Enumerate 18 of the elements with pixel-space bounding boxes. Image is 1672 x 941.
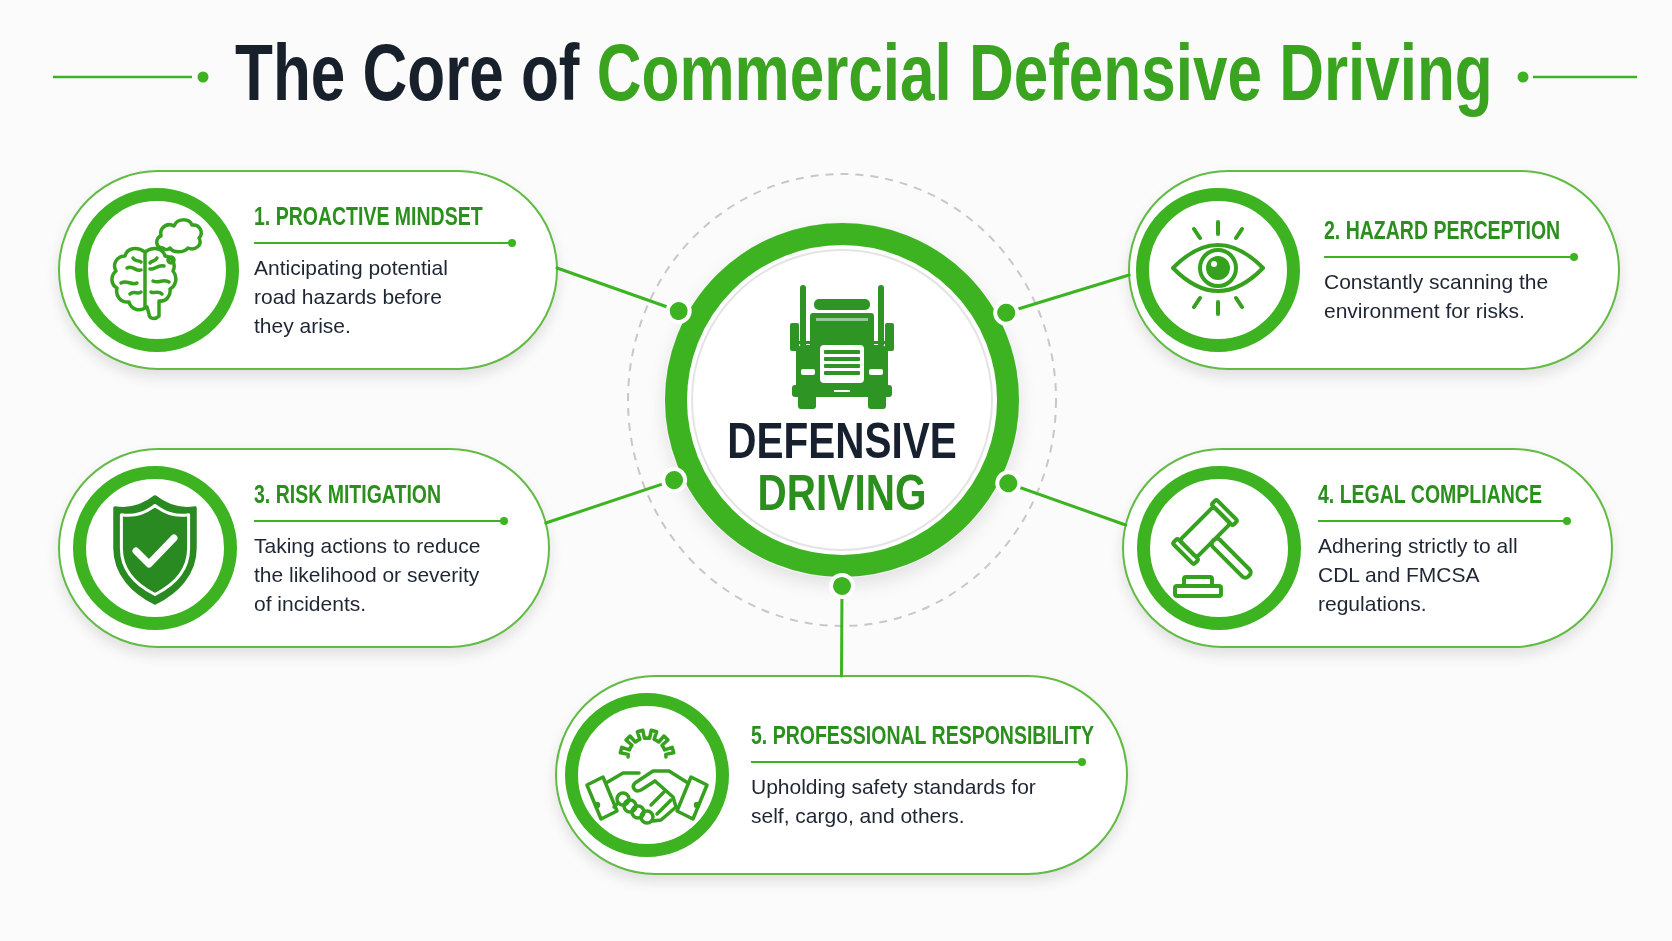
card-heading: 1. PROACTIVE MINDSET [254, 200, 483, 231]
card-description: Upholding safety standards for self, cargo, and others. [751, 774, 1037, 829]
card-description: Adhering strictly to all CDL and FMCSA regulations. [1318, 532, 1519, 617]
hub-circle [664, 222, 1020, 578]
connector-line [993, 273, 1131, 326]
connector-line [555, 266, 692, 324]
card-description: Constantly scanning the environment for risks. [1324, 269, 1550, 324]
card-description: Anticipating potential road hazards before they arise. [254, 254, 449, 339]
center-label: DEFENSIVE [727, 416, 957, 466]
card-heading: 2. HAZARD PERCEPTION [1324, 215, 1561, 245]
connector-line [995, 470, 1128, 527]
connector-line [829, 573, 855, 678]
center-label: DRIVING [757, 468, 927, 518]
card-heading: 4. LEGAL COMPLIANCE [1318, 478, 1542, 509]
card-heading: 5. PROFESSIONAL RESPONSIBILITY [751, 720, 1095, 750]
card-heading: 3. RISK MITIGATION [254, 478, 442, 509]
card-description: Taking actions to reduce the likelihood or severity of incidents. [254, 532, 482, 617]
connector-line [544, 467, 688, 525]
